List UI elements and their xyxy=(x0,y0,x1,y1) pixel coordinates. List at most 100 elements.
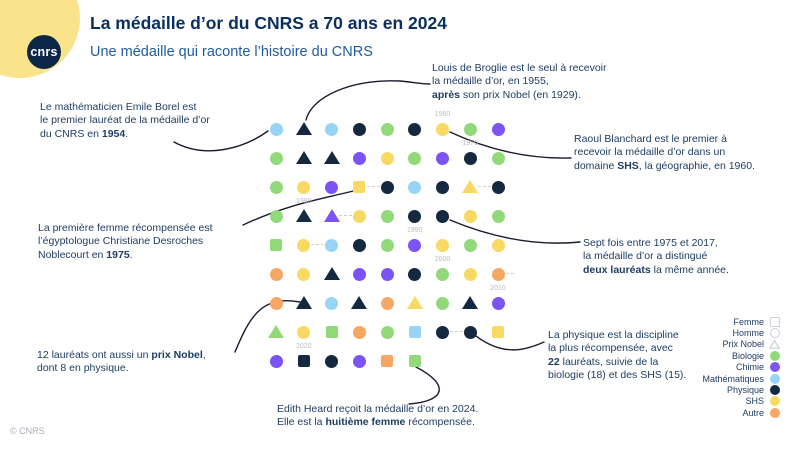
legend-item: Chimie xyxy=(688,362,780,373)
medal-dot-physique xyxy=(297,355,310,367)
medal-dot-biologie xyxy=(269,151,283,165)
legend-item: Biologie xyxy=(688,350,780,361)
medal-dot-physique xyxy=(408,122,422,136)
medal-dot-physique xyxy=(325,354,338,368)
medal-dot-chimie xyxy=(352,354,366,368)
medal-dot-physique xyxy=(323,151,340,164)
legend-item: Prix Nobel xyxy=(688,339,780,350)
medal-dot-mathematiques xyxy=(325,296,338,310)
legend-item: Physique xyxy=(688,384,780,396)
medal-dot-biologie xyxy=(380,122,394,136)
annotation-blanchard: Raoul Blanchard est le premier à recevoi… xyxy=(574,133,755,172)
legend-item-label: Prix Nobel xyxy=(722,339,764,350)
medal-dot-chimie xyxy=(491,296,505,310)
medal-dot-shs xyxy=(297,325,311,339)
medal-dot-chimie xyxy=(325,180,338,194)
cnrs-logo-text: cnrs xyxy=(30,45,58,59)
medal-dot-shs xyxy=(297,180,311,194)
medal-dot-chimie xyxy=(352,267,366,281)
same-year-pair-connector xyxy=(450,331,463,332)
dot-icon xyxy=(769,350,780,361)
medal-dot-shs xyxy=(297,267,311,281)
medal-dot-biologie xyxy=(325,326,338,338)
medal-dot-physique xyxy=(380,180,394,194)
medal-dot-shs xyxy=(353,181,366,193)
medal-dot-mathematiques xyxy=(408,326,421,338)
year-label: 1980 xyxy=(295,198,312,205)
medal-dot-autre xyxy=(491,267,505,281)
medal-dot-shs xyxy=(462,180,479,193)
year-label: 2010 xyxy=(490,285,506,292)
medal-dot-physique xyxy=(295,209,312,222)
medal-dot-biologie xyxy=(269,180,283,194)
medal-dot-biologie xyxy=(408,151,422,165)
medal-dot-shs xyxy=(406,296,423,309)
medal-dot-mathematiques xyxy=(408,180,422,194)
medal-dot-chimie xyxy=(436,151,449,165)
medal-dot-mathematiques xyxy=(325,238,338,252)
medal-dot-chimie xyxy=(323,209,340,222)
annotation-prix-nobel: 12 lauréats ont aussi un prix Nobel, don… xyxy=(37,349,206,375)
legend-item-label: Homme xyxy=(732,328,764,339)
same-year-pair-connector xyxy=(505,273,514,274)
outline-triangle-icon xyxy=(769,339,780,350)
medal-dot-physique xyxy=(462,296,479,309)
medal-dot-shs xyxy=(436,122,449,136)
medal-dot-mathematiques xyxy=(325,122,338,136)
page-title: La médaille d’or du CNRS a 70 ans en 202… xyxy=(90,13,447,33)
medal-dot-autre xyxy=(380,296,394,310)
medal-dot-physique xyxy=(352,238,366,252)
legend-item-label: Femme xyxy=(733,316,764,327)
medal-dot-biologie xyxy=(491,209,505,223)
legend-item: SHS xyxy=(688,396,780,407)
annotation-premiere-femme: La première femme récompensée est l’égyp… xyxy=(38,222,213,261)
medal-dot-shs xyxy=(463,267,477,281)
medal-dot-shs xyxy=(492,326,504,338)
connector-physique xyxy=(475,335,545,351)
year-label: 2020 xyxy=(295,343,312,350)
medal-dot-physique xyxy=(352,122,366,136)
same-year-pair-connector xyxy=(339,215,352,216)
same-year-pair-connector xyxy=(311,244,325,245)
legend-item-label: Biologie xyxy=(731,350,764,361)
year-label: 1960 xyxy=(434,111,451,118)
medal-dot-biologie xyxy=(436,296,449,310)
medal-dot-biologie xyxy=(380,325,394,339)
medal-dot-physique xyxy=(295,296,312,309)
outline-circle-icon xyxy=(769,328,780,339)
medal-dot-biologie xyxy=(463,238,477,252)
legend-item-label: Mathématiques xyxy=(702,373,764,384)
medal-dot-physique xyxy=(295,151,312,164)
medal-dot-mathematiques xyxy=(269,122,283,136)
legend-item: Mathématiques xyxy=(688,373,780,384)
legend-item-label: Physique xyxy=(726,385,764,396)
medal-dot-shs xyxy=(352,209,366,223)
legend-item: Femme xyxy=(688,316,780,327)
legend-item-label: Autre xyxy=(742,407,764,418)
medal-dot-physique xyxy=(436,325,449,339)
dot-icon xyxy=(769,362,780,373)
legend-item: Autre xyxy=(688,407,780,418)
medal-dot-autre xyxy=(269,267,283,281)
medal-dot-physique xyxy=(491,180,505,194)
outline-square-icon xyxy=(769,316,780,327)
medal-dot-biologie xyxy=(436,267,449,281)
medal-dot-physique xyxy=(436,180,449,194)
medal-dot-autre xyxy=(269,296,283,310)
year-label: 2000 xyxy=(434,256,451,263)
medal-dot-shs xyxy=(380,151,394,165)
connector-heard xyxy=(408,366,440,405)
same-year-pair-connector xyxy=(366,186,380,187)
medal-dot-biologie xyxy=(380,238,394,252)
medal-dot-biologie xyxy=(491,151,505,165)
medal-dot-physique xyxy=(463,151,477,165)
annotation-physique: La physique est la discipline la plus ré… xyxy=(548,329,687,381)
medal-dot-physique xyxy=(323,267,340,280)
annotation-deux-laureats: Sept fois entre 1975 et 2017, la médaill… xyxy=(583,237,729,276)
medal-dot-autre xyxy=(352,325,366,339)
dot-icon xyxy=(769,396,780,407)
medal-dot-shs xyxy=(491,238,505,252)
year-label: 1990 xyxy=(406,227,423,234)
